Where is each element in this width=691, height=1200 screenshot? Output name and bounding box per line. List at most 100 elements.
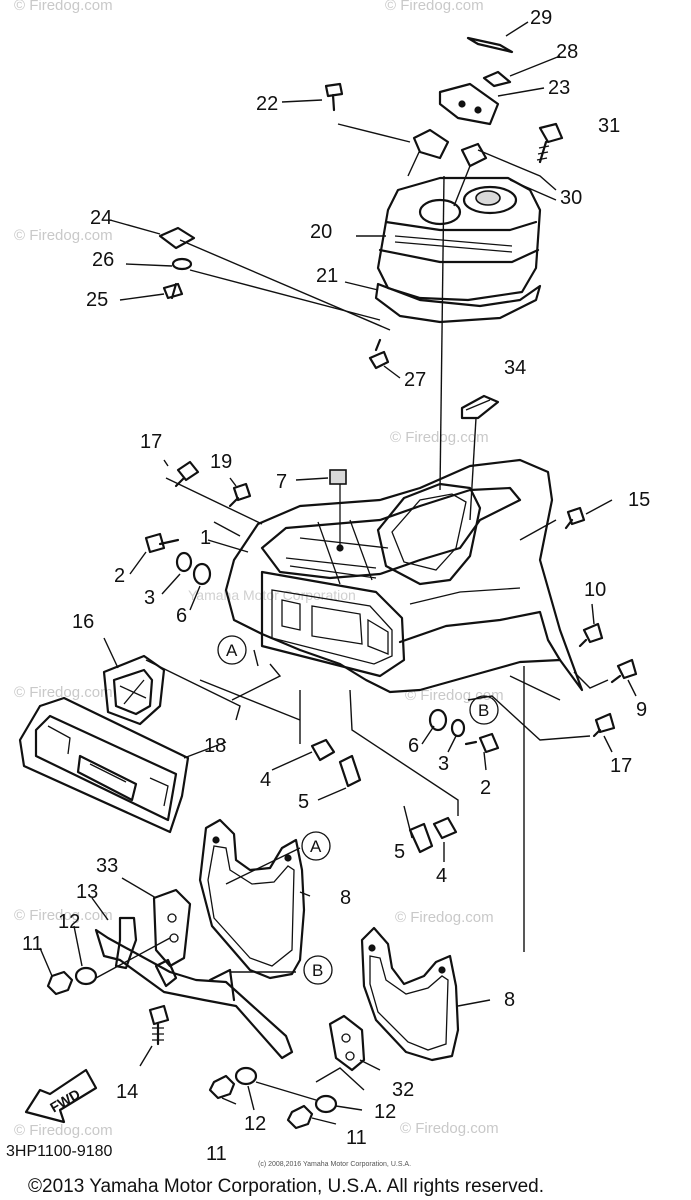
label-17-lower: 17 — [610, 755, 632, 777]
label-19: 19 — [210, 451, 232, 473]
ref-mark-b-lower: B — [303, 955, 333, 985]
label-34: 34 — [504, 357, 526, 379]
part-5-collar-right — [408, 822, 434, 854]
part-3-washer-right — [450, 718, 466, 738]
part-23-hole — [474, 106, 482, 114]
watermark: © Firedog.com — [395, 909, 494, 926]
part-20-meter-housing — [376, 176, 542, 302]
label-1: 1 — [200, 527, 211, 549]
label-6-right: 6 — [408, 735, 419, 757]
label-18: 18 — [204, 735, 226, 757]
part-6-washer-right — [428, 708, 448, 732]
label-5-left: 5 — [298, 791, 309, 813]
label-9: 9 — [636, 699, 647, 721]
label-6-left: 6 — [176, 605, 187, 627]
label-25: 25 — [86, 289, 108, 311]
label-23: 23 — [548, 77, 570, 99]
label-2-right: 2 — [480, 777, 491, 799]
part-34-edge — [465, 399, 491, 411]
watermark: © Firedog.com — [14, 227, 113, 244]
part-19-bolt — [228, 482, 252, 508]
label-26: 26 — [92, 249, 114, 271]
watermark: © Firedog.com — [14, 907, 113, 924]
label-7: 7 — [276, 471, 287, 493]
label-12-mid: 12 — [244, 1113, 266, 1135]
part-2-bolt — [144, 532, 180, 554]
label-33: 33 — [96, 855, 118, 877]
part-8-mudflap-right — [360, 926, 460, 1062]
label-11-right: 11 — [346, 1127, 367, 1149]
part-8-mudflap-left — [198, 818, 306, 980]
label-22: 22 — [256, 93, 278, 115]
part-12-washer-c — [314, 1094, 338, 1114]
part-6-washer — [192, 562, 212, 586]
label-11-left: 11 — [22, 933, 43, 955]
fwd-label: FWD — [47, 1086, 83, 1116]
diagram-code: 3HP1100-9180 — [6, 1143, 113, 1160]
part-34-cap — [460, 394, 500, 420]
part-32-plate — [328, 1014, 366, 1072]
label-8-lower: 8 — [504, 989, 515, 1011]
part-27-screw — [368, 338, 390, 370]
part-11-nut-b — [208, 1074, 236, 1100]
label-24: 24 — [90, 207, 112, 229]
label-27: 27 — [404, 369, 426, 391]
svg-text:B: B — [478, 701, 489, 720]
label-16: 16 — [72, 611, 94, 633]
label-12-right: 12 — [374, 1101, 396, 1123]
label-15: 15 — [628, 489, 650, 511]
part-32-hole — [345, 1051, 355, 1061]
watermark: © Firedog.com — [405, 687, 504, 704]
ref-mark-b-upper: B — [469, 695, 499, 725]
part-3-washer — [175, 551, 193, 573]
label-17-upper: 17 — [140, 431, 162, 453]
label-32: 32 — [392, 1079, 414, 1101]
label-13: 13 — [76, 881, 98, 903]
label-4-right: 4 — [436, 865, 447, 887]
part-14-bolt — [148, 1004, 170, 1046]
part-12-washer — [74, 966, 98, 986]
part-13-mudflap-bracket — [94, 916, 294, 1060]
part-17-bolt-lower — [592, 712, 616, 738]
part-12-washer-b — [234, 1066, 258, 1086]
part-29-plate — [466, 36, 514, 54]
part-15-screw — [564, 506, 586, 530]
part-16-headlight — [102, 654, 166, 726]
watermarks: © Firedog.com © Firedog.com © Firedog.co… — [14, 0, 504, 1139]
part-10-bolt — [578, 622, 604, 648]
part-2-bolt-right — [464, 732, 500, 754]
label-29: 29 — [530, 7, 552, 29]
part-28-clip — [482, 70, 512, 88]
part-4-grommet — [310, 738, 336, 762]
part-21-gasket — [374, 282, 542, 324]
part-25-screw — [162, 282, 184, 300]
watermark: © Firedog.com — [385, 0, 484, 14]
part-9-bolt — [610, 658, 638, 684]
label-30: 30 — [560, 187, 582, 209]
part-14-thread — [152, 1027, 164, 1041]
part-labels: 29 28 23 22 31 30 24 20 26 21 25 27 34 1… — [22, 7, 650, 1165]
copyright-notice: ©2013 Yamaha Motor Corporation, U.S.A. A… — [28, 1176, 544, 1197]
part-22-screw — [324, 82, 344, 112]
part-5-collar — [338, 754, 362, 788]
label-5-right: 5 — [394, 841, 405, 863]
leader-lines-top — [109, 21, 561, 521]
label-20: 20 — [310, 221, 332, 243]
part-31-thread — [536, 145, 550, 161]
watermark: © Firedog.com — [14, 1122, 113, 1139]
part-31-bolt — [538, 122, 564, 164]
leader-lines-middle — [103, 459, 637, 952]
part-24-plate — [158, 226, 196, 250]
label-3-left: 3 — [144, 587, 155, 609]
label-14: 14 — [116, 1081, 138, 1103]
part-11-nut-c — [286, 1104, 314, 1130]
part-11-nut — [46, 970, 74, 996]
fine-print: (c) 2008,2016 Yamaha Motor Corporation, … — [258, 1161, 411, 1168]
label-4-left: 4 — [260, 769, 271, 791]
part-33-plate — [152, 888, 192, 968]
svg-text:A: A — [310, 837, 322, 856]
watermark: © Firedog.com — [14, 684, 113, 701]
svg-text:B: B — [312, 961, 323, 980]
part-17-bolt — [174, 460, 200, 488]
